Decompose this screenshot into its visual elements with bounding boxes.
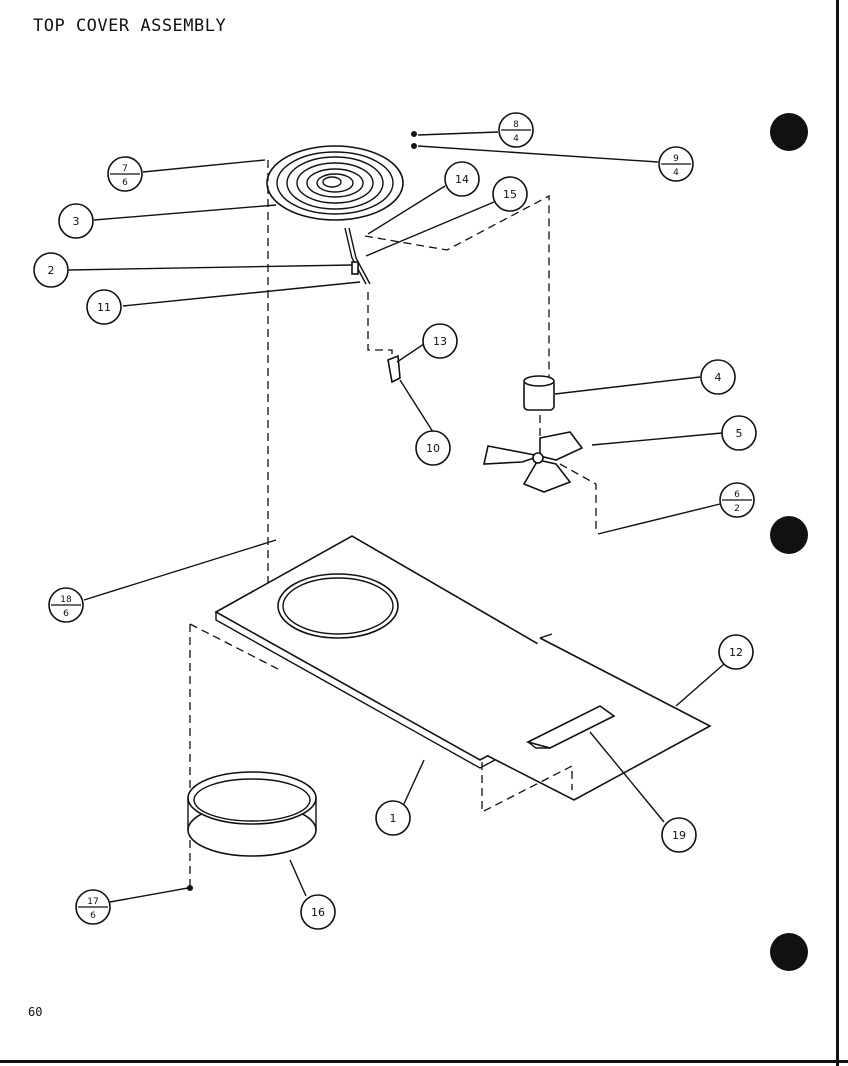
dashed-assembly-line <box>189 623 281 671</box>
svg-text:13: 13 <box>433 335 447 348</box>
fan-blade-part <box>482 431 584 493</box>
callout-18-over-6: 18 6 <box>48 587 84 623</box>
page-number: 60 <box>28 1005 43 1019</box>
svg-text:16: 16 <box>311 906 325 919</box>
svg-text:10: 10 <box>426 442 440 455</box>
dashed-assembly-line <box>559 463 597 534</box>
binder-hole-icon <box>770 516 808 554</box>
bottom-border-line <box>0 1060 848 1063</box>
callout-4: 4 <box>700 359 736 395</box>
dashed-assembly-line <box>367 292 393 362</box>
page-title: TOP COVER ASSEMBLY <box>33 16 227 36</box>
callout-12: 12 <box>718 634 754 670</box>
svg-text:15: 15 <box>503 188 517 201</box>
svg-text:9: 9 <box>673 154 679 164</box>
svg-text:6: 6 <box>63 609 69 619</box>
callout-15: 15 <box>492 176 528 212</box>
callout-19: 19 <box>661 817 697 853</box>
svg-text:6: 6 <box>90 911 96 921</box>
clip-part <box>387 354 401 384</box>
svg-text:7: 7 <box>122 164 128 174</box>
callout-2: 2 <box>33 252 69 288</box>
callout-5: 5 <box>721 415 757 451</box>
svg-text:1: 1 <box>390 812 397 825</box>
svg-text:8: 8 <box>513 120 519 130</box>
svg-text:6: 6 <box>734 490 740 500</box>
fan-motor-part <box>523 375 555 411</box>
svg-text:4: 4 <box>673 168 679 178</box>
svg-text:4: 4 <box>513 134 519 144</box>
callout-8-over-4: 8 4 <box>498 112 534 148</box>
svg-text:2: 2 <box>48 264 55 277</box>
right-border-line <box>836 0 839 1066</box>
svg-text:4: 4 <box>715 371 722 384</box>
svg-text:12: 12 <box>729 646 743 659</box>
binder-hole-icon <box>770 113 808 151</box>
svg-text:11: 11 <box>97 301 111 314</box>
callout-14: 14 <box>444 161 480 197</box>
callout-16: 16 <box>300 894 336 930</box>
svg-text:5: 5 <box>736 427 743 440</box>
leader-lines <box>68 131 725 903</box>
callout-3: 3 <box>58 203 94 239</box>
svg-text:14: 14 <box>455 173 469 186</box>
bracket-part <box>344 227 371 285</box>
callout-1: 1 <box>375 800 411 836</box>
callout-17-over-6: 17 6 <box>75 889 111 925</box>
callout-7-over-6: 7 6 <box>107 156 143 192</box>
fan-guard-part <box>266 145 404 221</box>
svg-text:19: 19 <box>672 829 686 842</box>
mounting-bracket-part <box>525 705 616 749</box>
svg-text:18: 18 <box>60 595 72 605</box>
binder-hole-icon <box>770 933 808 971</box>
dashed-assembly-line <box>364 194 550 384</box>
callout-13: 13 <box>422 323 458 359</box>
svg-text:3: 3 <box>73 215 80 228</box>
callout-6-over-2: 6 2 <box>719 482 755 518</box>
callout-9-over-4: 9 4 <box>658 146 694 182</box>
svg-text:6: 6 <box>122 178 128 188</box>
svg-text:2: 2 <box>734 504 740 514</box>
orifice-ring-part <box>187 771 317 857</box>
dashed-assembly-line <box>481 762 573 814</box>
callout-10: 10 <box>415 430 451 466</box>
svg-text:17: 17 <box>87 897 98 907</box>
callout-11: 11 <box>86 289 122 325</box>
